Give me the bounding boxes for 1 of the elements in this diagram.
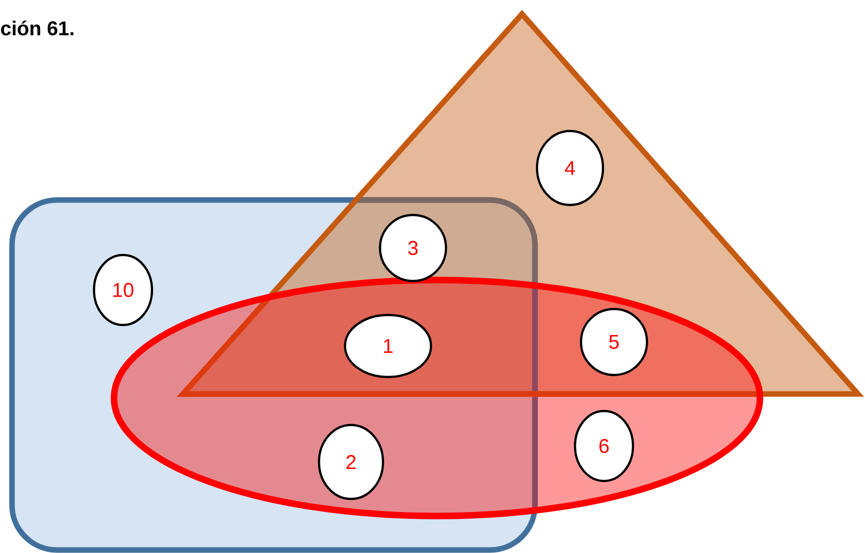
title: ción 61. <box>1 20 74 36</box>
